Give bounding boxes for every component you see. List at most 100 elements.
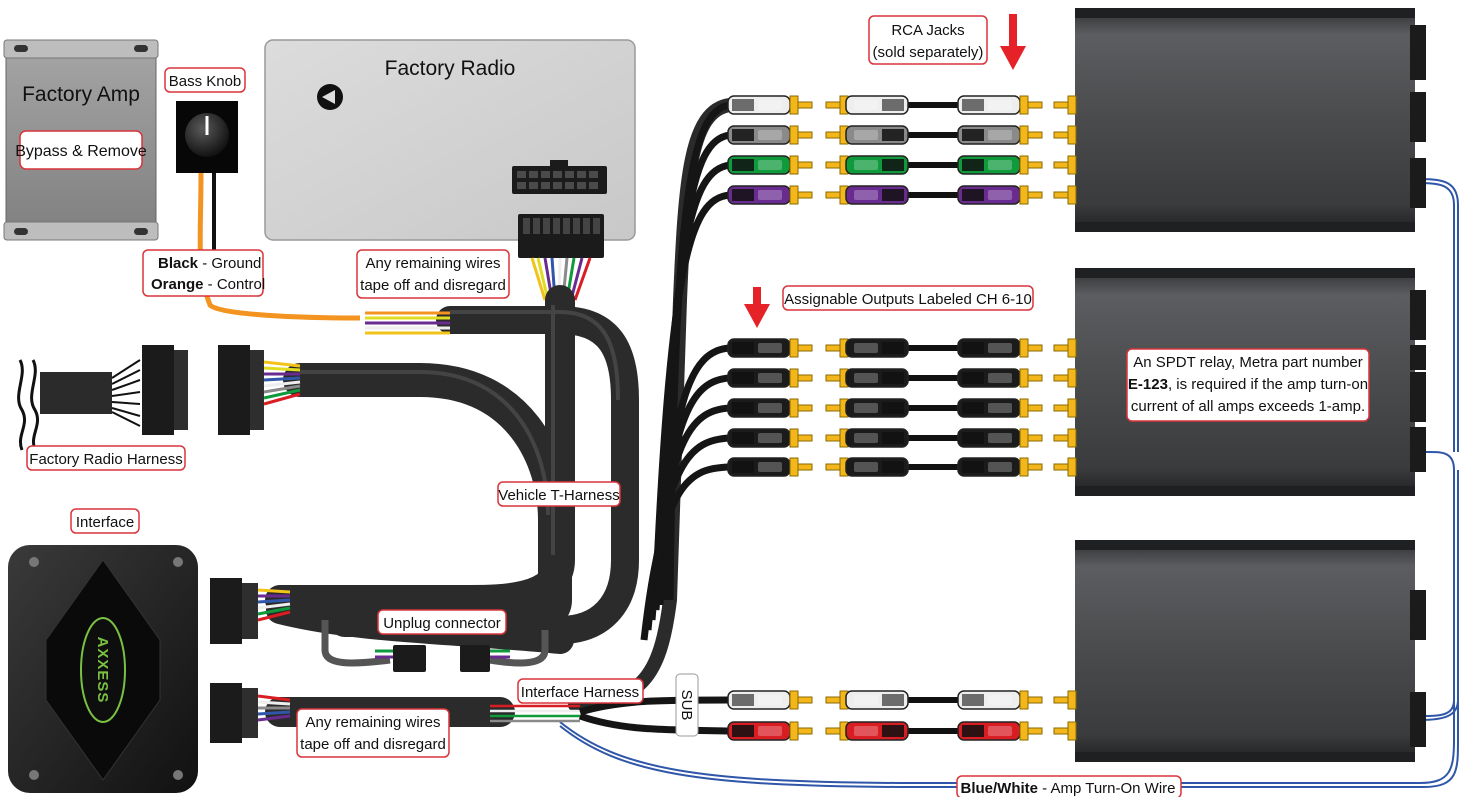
bypass-remove-box: [19, 130, 143, 170]
rca-row: [727, 457, 1077, 477]
wire-break-icon: [17, 359, 27, 451]
rca-tip: [1053, 368, 1077, 388]
remaining2-line1: Any remaining wires: [305, 714, 440, 731]
rca-plug: [845, 125, 909, 145]
orange-rest: - Control: [204, 276, 266, 293]
rca-plug: [727, 721, 791, 741]
rca-plug: [957, 398, 1021, 418]
rca-tip: [1019, 690, 1043, 710]
rca-plug: [957, 338, 1021, 358]
rca-tip: [825, 155, 849, 175]
rca-plug: [845, 368, 909, 388]
remaining2-line2: tape off and disregard: [300, 736, 446, 753]
relay-part-bold: E-123: [1128, 376, 1168, 393]
rca-plug: [845, 338, 909, 358]
rca-plug: [845, 155, 909, 175]
rca-tip: [1019, 398, 1043, 418]
bypass-remove-label: Bypass & Remove: [15, 143, 147, 160]
remaining1-line1: Any remaining wires: [365, 255, 500, 272]
rca-tip: [1019, 155, 1043, 175]
down-arrow-icon: [1000, 14, 1026, 70]
rca-tip: [1019, 428, 1043, 448]
rca-tip: [789, 95, 813, 115]
rca-tip: [825, 721, 849, 741]
rca-plug: [727, 690, 791, 710]
rca-plug: [727, 125, 791, 145]
rca-row: [727, 721, 1077, 741]
rca-tip: [1053, 690, 1077, 710]
down-arrow-icon-2: [744, 287, 770, 328]
assignable-outputs-callout: Assignable Outputs Labeled CH 6-10: [782, 285, 1034, 311]
remaining-wires-callout-2: Any remaining wires tape off and disrega…: [296, 708, 450, 758]
svg-text:Blue/White - Amp Turn-On Wire: Blue/White - Amp Turn-On Wire: [960, 780, 1175, 797]
rca-tip: [1053, 125, 1077, 145]
rca-plug: [845, 690, 909, 710]
relay-line2: , is required if the amp turn-on: [1168, 376, 1368, 393]
rca-tip: [1053, 155, 1077, 175]
rca-tip: [825, 95, 849, 115]
rca-tip: [789, 398, 813, 418]
rca-tip: [789, 428, 813, 448]
svg-text:Black - Ground: Black - Ground: [158, 255, 261, 272]
rca-tip: [1053, 721, 1077, 741]
rca-tip: [789, 721, 813, 741]
rca-plug: [957, 368, 1021, 388]
rca-tip: [1019, 95, 1043, 115]
rca-tip: [1019, 185, 1043, 205]
factory-radio: Factory Radio: [264, 39, 636, 241]
orange-bold: Orange: [151, 276, 204, 293]
rca-plug: [957, 95, 1021, 115]
blue-white-callout: Blue/White - Amp Turn-On Wire: [956, 775, 1182, 799]
remaining-wires-callout-1: Any remaining wires tape off and disrega…: [356, 249, 510, 299]
factory-amp-title: Factory Amp: [22, 83, 140, 106]
rca-row: [727, 398, 1077, 418]
sub-callout: SUB: [675, 673, 699, 737]
interface-harness-wires: [490, 704, 580, 723]
rca-plug: [957, 155, 1021, 175]
relay-line1: An SPDT relay, Metra part number: [1133, 354, 1363, 371]
rca-plug: [727, 155, 791, 175]
relay-note-callout: An SPDT relay, Metra part number E-123, …: [1126, 348, 1370, 422]
rca-plug: [727, 368, 791, 388]
rca-plug: [845, 721, 909, 741]
rca-plug: [845, 457, 909, 477]
rca-tip: [1019, 721, 1043, 741]
blue-white-rest: - Amp Turn-On Wire: [1038, 780, 1176, 797]
rca-plug: [845, 185, 909, 205]
rca-fan-cables: [578, 101, 731, 735]
rca-tip: [1053, 338, 1077, 358]
rca-plug: [957, 428, 1021, 448]
unplug-connector-callout: Unplug connector: [377, 609, 507, 635]
rca-plug: [727, 95, 791, 115]
rca-tip: [789, 338, 813, 358]
rca-plug: [957, 125, 1021, 145]
rca-plug: [957, 721, 1021, 741]
rca-tip: [789, 155, 813, 175]
rca-tip: [1053, 185, 1077, 205]
rca-tip: [825, 338, 849, 358]
interface-harness-label: Interface Harness: [521, 684, 639, 701]
rca-tip: [789, 125, 813, 145]
factory-radio-harness-label: Factory Radio Harness: [29, 451, 182, 468]
rca-tip: [789, 185, 813, 205]
bass-knob-label: Bass Knob: [169, 73, 242, 90]
black-orange-callout: Black - Ground Orange - Control: [142, 249, 266, 297]
vehicle-t-harness-label: Vehicle T-Harness: [498, 487, 619, 504]
rca-plug: [727, 185, 791, 205]
bass-knob: Bass Knob: [164, 67, 361, 321]
rca-tip: [1053, 457, 1077, 477]
unplug-connector-wires: [321, 620, 549, 672]
rca-plug: [957, 185, 1021, 205]
amplifier-3: [1075, 540, 1426, 762]
rca-tip: [1019, 338, 1043, 358]
rca-tip: [825, 428, 849, 448]
factory-radio-title: Factory Radio: [385, 57, 516, 80]
rca-tip: [1053, 428, 1077, 448]
rca-plug: [727, 398, 791, 418]
rca-rows: [727, 95, 1077, 741]
assignable-outputs-label: Assignable Outputs Labeled CH 6-10: [784, 291, 1032, 308]
rca-tip: [825, 185, 849, 205]
rca-tip: [825, 125, 849, 145]
rca-tip: [789, 368, 813, 388]
rca-row: [727, 368, 1077, 388]
